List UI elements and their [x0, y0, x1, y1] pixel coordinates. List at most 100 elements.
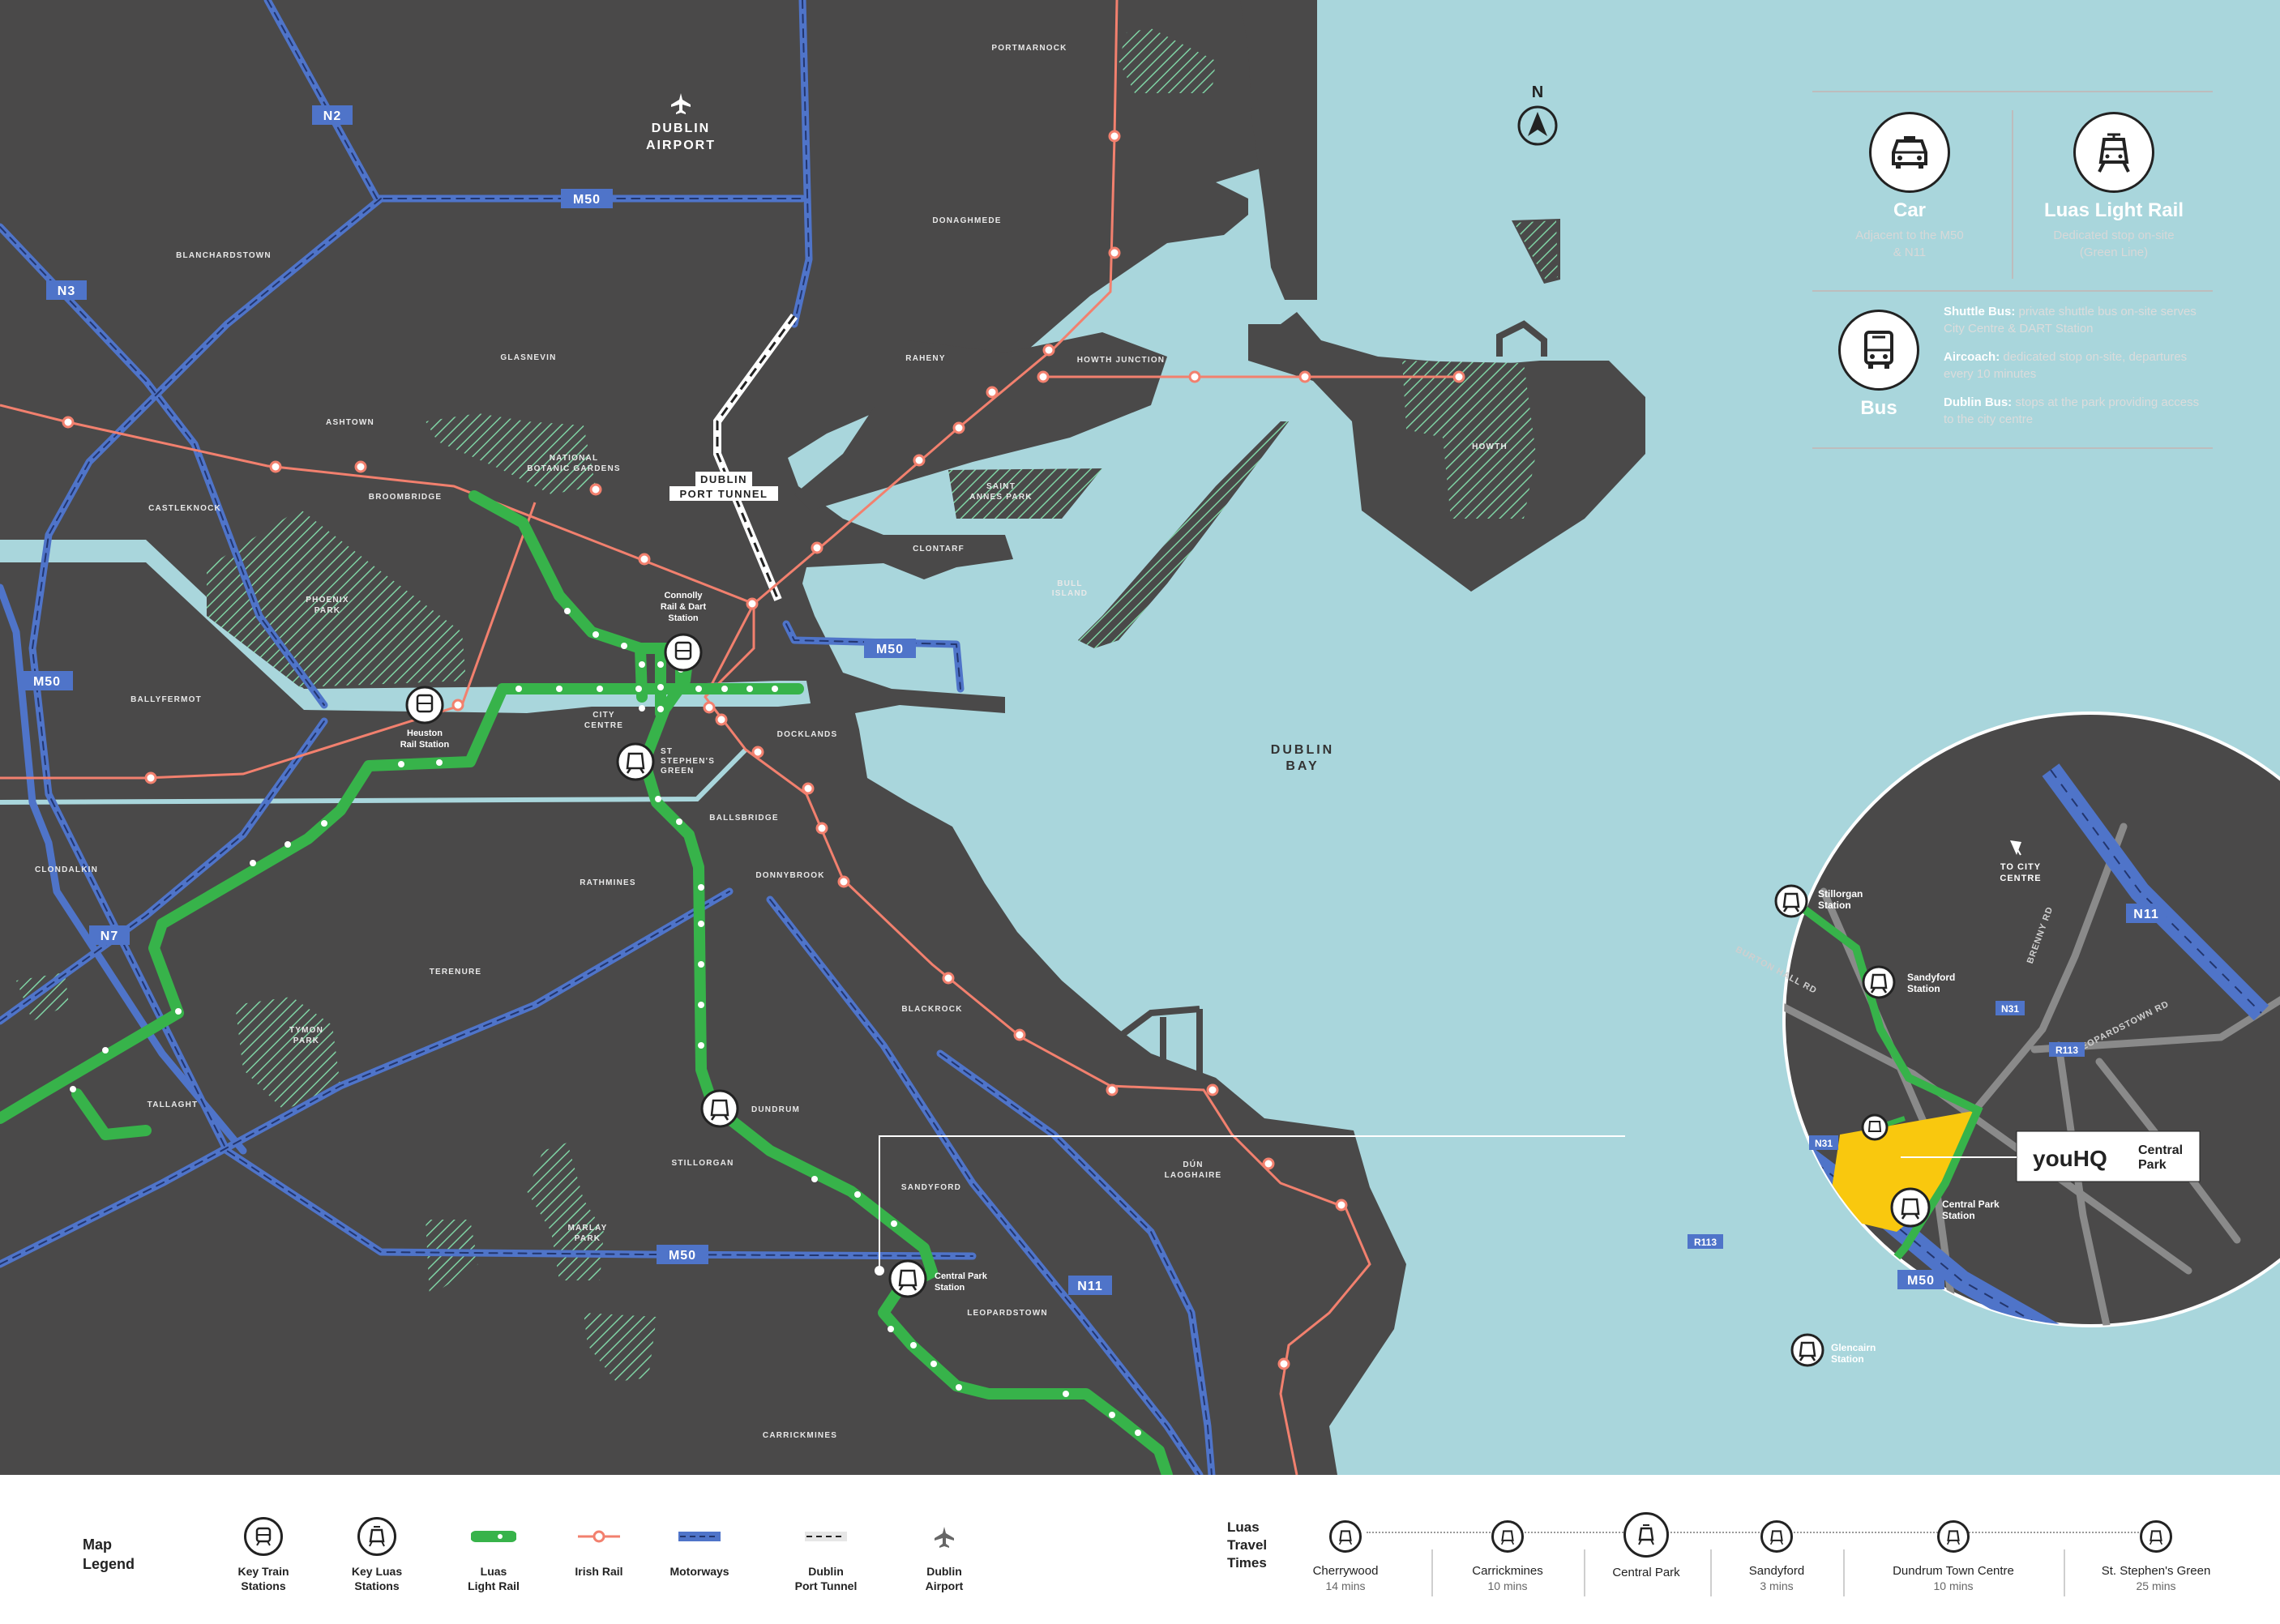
area-label: DUNDRUM — [751, 1105, 800, 1114]
inset-station-small[interactable] — [1861, 1113, 1889, 1141]
inset-connector — [879, 1135, 1625, 1271]
tunnel-icon — [781, 1515, 871, 1558]
station-st-stephens-green[interactable] — [616, 742, 655, 781]
inset-station-stillorgan[interactable] — [1774, 884, 1808, 918]
youhq-site[interactable] — [1828, 1110, 1978, 1232]
area-label: ANNES PARK — [969, 493, 1032, 502]
tram-icon — [1329, 1520, 1362, 1553]
car-desc: Adjacent to the M50& N11 — [1855, 229, 1964, 259]
stop-time: 3 mins — [1760, 1579, 1794, 1592]
tram-icon — [1760, 1520, 1793, 1553]
brand-name-1: Central — [2138, 1143, 2183, 1157]
transport-bus: Bus — [1824, 310, 1934, 420]
area-label: PHOENIX — [306, 596, 349, 605]
irish-rail — [0, 0, 1459, 1476]
bus-notes: Shuttle Bus: private shuttle bus on-site… — [1944, 303, 2203, 439]
train-icon — [244, 1517, 283, 1556]
station-central-park[interactable] — [888, 1259, 927, 1298]
area-label: TYMON — [289, 1026, 323, 1035]
inset-station-label: Glencairn — [1831, 1342, 1876, 1353]
car-title: Car — [1893, 199, 1927, 221]
stop-name: Cherrywood — [1312, 1564, 1379, 1578]
stop-name: St. Stephen's Green — [2101, 1564, 2211, 1578]
divider — [2064, 1549, 2065, 1596]
airplane-icon — [900, 1515, 989, 1558]
area-label: RAHENY — [905, 354, 945, 363]
luas-desc: Dedicated stop on-site(Green Line) — [2053, 229, 2175, 259]
travel-time-stop: Sandyford 3 mins — [1728, 1515, 1825, 1593]
divider — [2012, 110, 2013, 279]
youhq-logo: youHQ — [2033, 1146, 2107, 1171]
port-tunnel-label-bg — [695, 472, 752, 486]
shield-label: N3 — [58, 284, 75, 298]
tram-icon — [357, 1517, 396, 1556]
travel-times-track — [1367, 1532, 2145, 1533]
area-label: HOWTH JUNCTION — [1077, 356, 1165, 365]
area-labels: PORTMARNOCK DONAGHMEDE BLANCHARDSTOWN RA… — [35, 44, 1507, 1440]
luas-title: Luas Light Rail — [2043, 199, 2184, 221]
parks — [16, 28, 1558, 1382]
area-label: DOCKLANDS — [777, 730, 838, 739]
station-connolly[interactable] — [664, 633, 703, 672]
compass: N — [1517, 83, 1558, 146]
inset-shield: R113 — [1694, 1237, 1717, 1248]
inset-station-central-park[interactable] — [1890, 1187, 1931, 1228]
area-label: CLONDALKIN — [35, 865, 98, 874]
divider — [1843, 1549, 1845, 1596]
youhq-brand-label[interactable]: youHQ Central Park — [1901, 1130, 2201, 1182]
area-label: BOTANIC GARDENS — [527, 464, 621, 473]
inset-station-sandyford[interactable] — [1862, 965, 1896, 999]
area-label: LAOGHAIRE — [1165, 1171, 1222, 1180]
station-label: Station — [668, 613, 699, 623]
area-label: STEPHEN'S — [661, 757, 715, 766]
area-label: LEOPARDSTOWN — [967, 1309, 1048, 1318]
bay-label-2: BAY — [1285, 759, 1319, 773]
area-label: TALLAGHT — [148, 1100, 199, 1109]
area-label: CLONTARF — [913, 545, 965, 553]
bay-island-park — [1514, 220, 1558, 280]
station-dundrum[interactable] — [700, 1089, 739, 1128]
station-label: Station — [935, 1283, 965, 1293]
botanic-gardens — [426, 413, 596, 494]
station-label: Rail Station — [400, 740, 450, 750]
area-label: PARK — [314, 606, 340, 615]
luas-stops — [70, 608, 1141, 1436]
area-label: STILLORGAN — [672, 1159, 734, 1168]
north-bull-wall — [1240, 0, 1317, 300]
area-label: RATHMINES — [580, 878, 636, 887]
station-label: Heuston — [407, 729, 443, 738]
inset-shield: M50 — [1907, 1274, 1935, 1288]
port-tunnel-label-2: PORT TUNNEL — [680, 488, 768, 500]
southern-park — [584, 1313, 657, 1382]
port-tunnel-label-1: DUBLIN — [700, 473, 747, 485]
area-label: GLASNEVIN — [500, 353, 556, 362]
station-heuston[interactable] — [405, 686, 444, 724]
station-labels: Connolly Rail & Dart Station Heuston Rai… — [400, 591, 988, 1293]
stop-name: Central Park — [1612, 1566, 1680, 1579]
bull-island-park — [1078, 421, 1289, 648]
inset-to-city-label-1: TO CITY — [2000, 862, 2041, 872]
tram-icon — [1623, 1512, 1669, 1558]
divider — [1812, 290, 2213, 292]
annes-park — [948, 468, 1102, 519]
inset-shield: N31 — [2001, 1003, 2019, 1015]
divider — [1812, 447, 2213, 449]
bus-note-aircoach: Aircoach: dedicated stop on-site, depart… — [1944, 350, 2188, 381]
connector-dot — [875, 1266, 884, 1276]
inset-station-glencairn[interactable] — [1790, 1333, 1824, 1367]
travel-time-stop: Carrickmines 10 mins — [1459, 1515, 1556, 1593]
shield-label: M50 — [33, 675, 61, 689]
piers — [1116, 320, 1547, 1081]
area-label: TERENURE — [430, 968, 482, 977]
inset-station-label: Station — [1942, 1210, 1975, 1221]
bus-note-dublin-bus: Dublin Bus: stops at the park providing … — [1944, 395, 2200, 426]
phoenix-park — [207, 509, 466, 687]
shield-label: N7 — [101, 930, 118, 943]
bus-icon — [1838, 310, 1919, 391]
area-label: PORTMARNOCK — [991, 44, 1067, 53]
